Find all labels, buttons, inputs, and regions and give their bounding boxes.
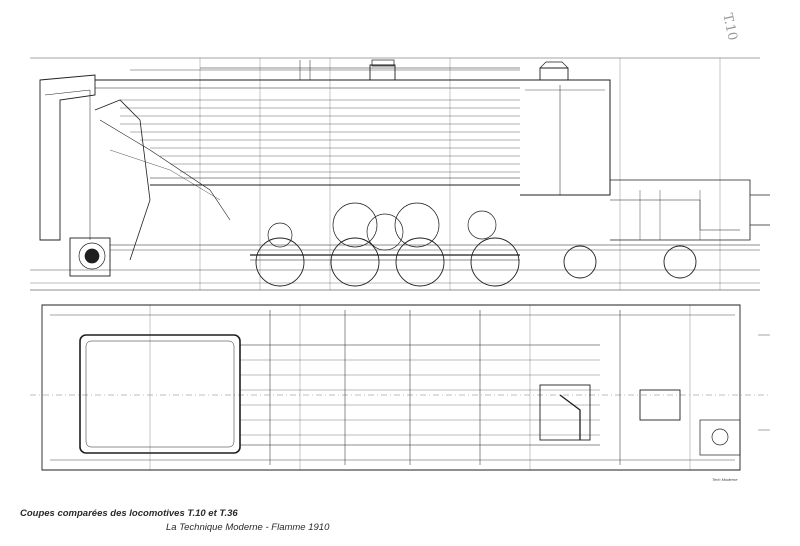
figure-caption: Coupes comparées des locomotives T.10 et… — [20, 508, 238, 519]
figure-source: La Technique Moderne - Flamme 1910 — [166, 522, 330, 533]
side-elevation-view — [30, 57, 770, 291]
draftsman-credit: Tech Moderne — [712, 477, 738, 482]
plan-view — [30, 304, 770, 471]
